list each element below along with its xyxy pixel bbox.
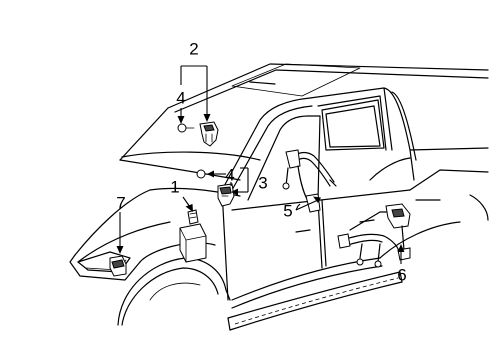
callout-3: 3 xyxy=(258,173,267,192)
vehicle-body xyxy=(69,63,489,331)
callout-1: 1 xyxy=(170,177,179,196)
callout-4-lower: 4 xyxy=(225,165,234,184)
callout-2: 2 xyxy=(189,39,198,58)
part-7-sensor xyxy=(109,255,127,277)
callout-6: 6 xyxy=(397,265,406,284)
callout-5: 5 xyxy=(283,201,292,220)
part-4-lower-bolt xyxy=(196,169,213,179)
leader-lines xyxy=(116,65,405,264)
part-1-control-module xyxy=(179,209,207,263)
callout-4-upper: 4 xyxy=(176,88,185,107)
part-5-wire-harness xyxy=(282,149,337,213)
part-6-wire-harness xyxy=(337,203,411,268)
callout-7: 7 xyxy=(116,193,125,212)
part-3-bracket xyxy=(217,183,235,207)
part-2-upper-bracket xyxy=(199,121,219,147)
part-4-upper-bolt xyxy=(177,123,195,133)
